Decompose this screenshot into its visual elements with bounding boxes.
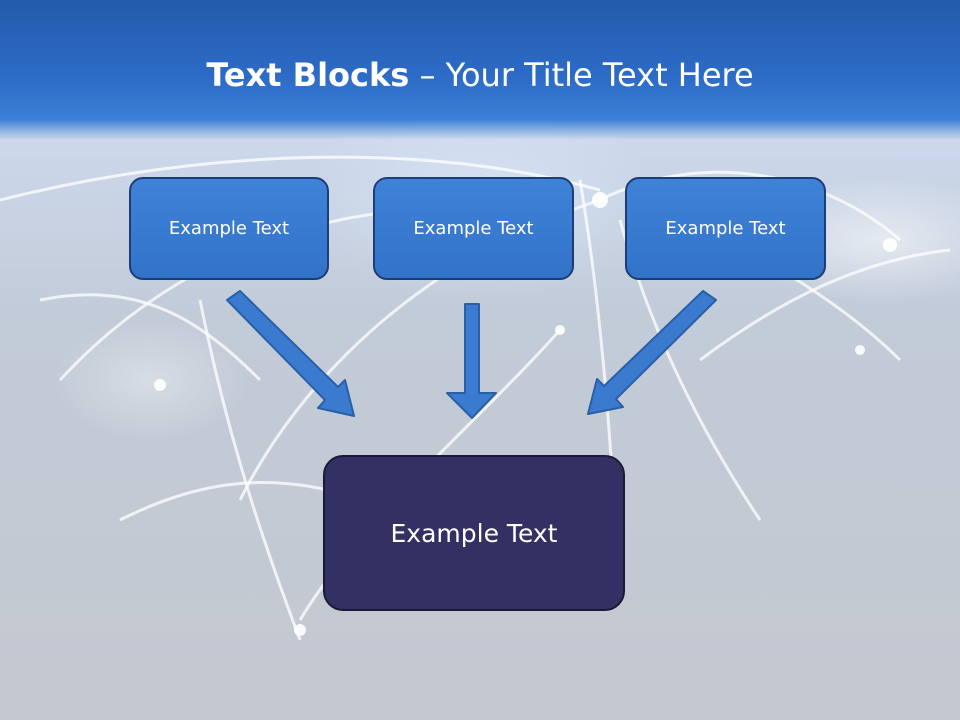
text-block-top-left[interactable]: Example Text	[129, 177, 329, 280]
arrow-left-icon	[226, 290, 355, 417]
title-bold-part: Text Blocks	[206, 56, 410, 94]
text-block-top-center[interactable]: Example Text	[373, 177, 574, 280]
slide-title: Text Blocks – Your Title Text Here	[0, 52, 960, 98]
text-block-top-center-label: Example Text	[413, 218, 534, 239]
text-block-top-right-label: Example Text	[665, 218, 786, 239]
arrow-right-icon	[587, 290, 717, 415]
text-block-bottom[interactable]: Example Text	[323, 455, 625, 611]
text-block-bottom-label: Example Text	[390, 518, 558, 548]
arrow-center-icon	[446, 303, 497, 419]
title-rest: Your Title Text Here	[445, 56, 754, 94]
text-block-top-right[interactable]: Example Text	[625, 177, 826, 280]
text-block-top-left-label: Example Text	[168, 218, 290, 239]
title-bar	[0, 0, 960, 140]
title-dash: –	[409, 56, 446, 94]
